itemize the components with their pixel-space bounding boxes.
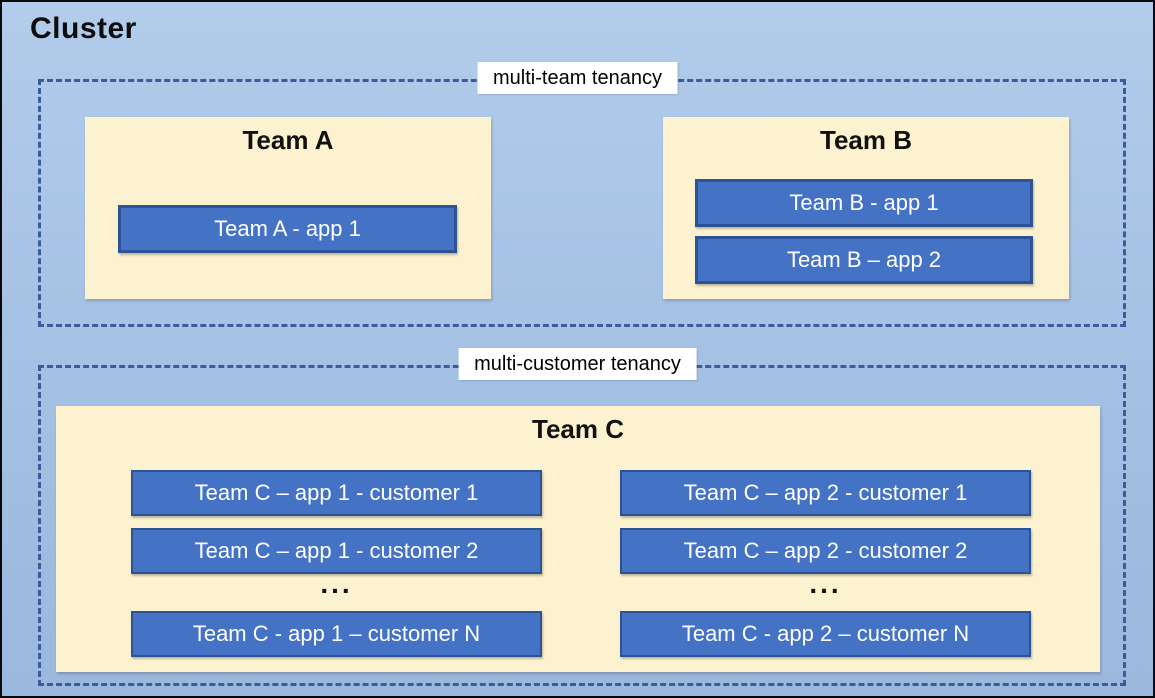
team-c-app-2-customer-1: Team C – app 2 - customer 1: [620, 470, 1031, 516]
team-a-app-1: Team A - app 1: [118, 205, 457, 253]
team-c-app-2-customer-n: Team C - app 2 – customer N: [620, 611, 1031, 657]
team-a-box: Team A Team A - app 1: [85, 117, 491, 299]
team-b-app-1: Team B - app 1: [695, 179, 1033, 227]
team-c-app-1-customer-n: Team C - app 1 – customer N: [131, 611, 542, 657]
team-c-app-1-ellipsis: ...: [320, 568, 353, 599]
team-b-box: Team B Team B - app 1 Team B – app 2: [663, 117, 1069, 299]
team-c-title: Team C: [532, 414, 624, 444]
team-a-title: Team A: [242, 125, 334, 155]
team-c-app-1-customer-2: Team C – app 1 - customer 2: [131, 528, 542, 574]
team-c-app-1-customer-1: Team C – app 1 - customer 1: [131, 470, 542, 516]
team-b-app-2: Team B – app 2: [695, 236, 1033, 284]
cluster-title: Cluster: [30, 12, 137, 45]
team-c-app-2-customer-2: Team C – app 2 - customer 2: [620, 528, 1031, 574]
team-b-title: Team B: [820, 125, 912, 155]
team-c-app-2-ellipsis: ...: [809, 568, 842, 599]
multi-team-tenancy-label: multi-team tenancy: [477, 62, 678, 94]
multi-customer-tenancy-label: multi-customer tenancy: [458, 348, 697, 380]
team-c-box: Team C Team C – app 1 - customer 1 Team …: [56, 406, 1100, 672]
